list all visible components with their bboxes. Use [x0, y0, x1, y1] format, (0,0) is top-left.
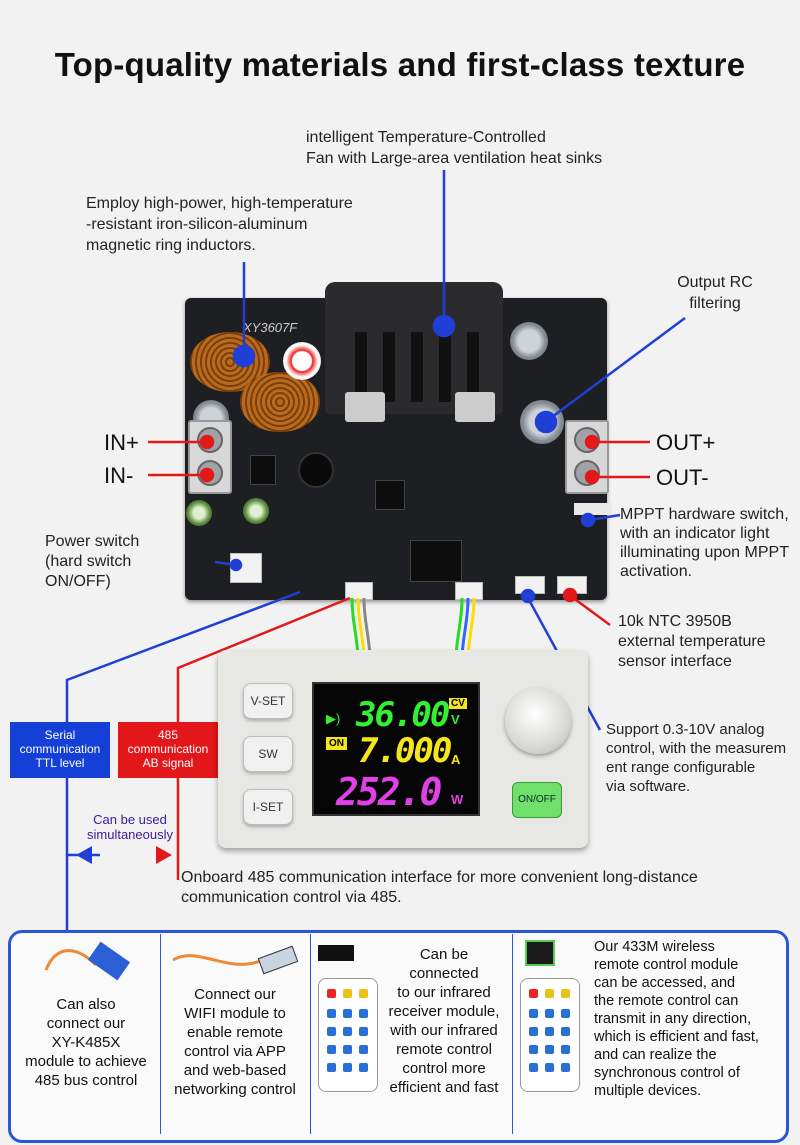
capacitor [186, 500, 212, 526]
power-unit: W [451, 792, 464, 807]
capacitor [283, 342, 321, 380]
on-badge: ON [326, 737, 347, 750]
onoff-button[interactable]: ON/OFF [512, 782, 562, 818]
buzzer [298, 452, 334, 488]
ntc-annotation: 10k NTC 3950B external temperature senso… [618, 613, 766, 670]
out-plus-label: OUT+ [656, 430, 716, 455]
capacitor [243, 498, 269, 524]
k485x-module-text: Can also connect our XY-K485X module to … [25, 996, 147, 1089]
divider [160, 934, 161, 1134]
capacitor [510, 322, 548, 360]
onboard-485-note: Onboard 485 communication interface for … [181, 869, 698, 906]
analog-annotation: Support 0.3-10V analog control, with the… [606, 721, 787, 795]
divider [512, 934, 513, 1134]
vset-button[interactable]: V-SET [243, 683, 293, 719]
fan-annotation: intelligent Temperature-Controlled Fan w… [306, 129, 603, 167]
speaker-icon: ▶) [326, 711, 341, 726]
mppt-annotation: MPPT hardware switch, with an indicator … [620, 506, 789, 580]
voltage-unit: V [451, 712, 460, 727]
wifi-module-image [172, 945, 299, 975]
rf-remote-image [520, 978, 580, 1092]
rs485-tag: 485 communication AB signal [118, 722, 218, 778]
current-unit: A [451, 752, 461, 767]
ic-chip [375, 480, 405, 510]
mppt-switch[interactable] [574, 503, 612, 515]
divider [310, 934, 311, 1134]
ir-receiver-image [318, 945, 354, 961]
output-rc-annotation: Output RC filtering [677, 274, 753, 312]
page-title: Top-quality materials and first-class te… [54, 46, 746, 83]
cv-mode-badge: CV [449, 698, 467, 709]
voltage-readout: 36.00 [356, 695, 450, 735]
in-minus-label: IN- [104, 463, 134, 488]
serial-ttl-tag: Serial communication TTL level [10, 722, 110, 778]
rf433-module-text: Our 433M wireless remote control module … [594, 939, 759, 1099]
power-readout: 252.0 [336, 770, 442, 814]
accessory-modules-box [8, 930, 789, 1143]
power-switch-annotation: Power switch (hard switch ON/OFF) [45, 533, 140, 590]
iset-button[interactable]: I-SET [243, 789, 293, 825]
in-plus-label: IN+ [104, 430, 139, 455]
simultaneous-note: Can be used simultaneously [87, 812, 173, 842]
mosfet-tab [455, 392, 495, 422]
out-minus-label: OUT- [656, 465, 709, 490]
ic-chip [250, 455, 276, 485]
inductor-annotation: Employ high-power, high-temperature -res… [86, 195, 353, 254]
rs485-module-image [44, 941, 131, 981]
current-readout: 7.000 [358, 731, 452, 771]
rotary-encoder-knob[interactable] [505, 688, 571, 754]
mcu-chip [410, 540, 462, 582]
rf433-module-image [525, 940, 555, 966]
inductor-coil [240, 372, 320, 432]
ir-remote-image [318, 978, 378, 1092]
sw-button[interactable]: SW [243, 736, 293, 772]
ir-module-text: Can be connected to our infrared receive… [388, 946, 500, 1096]
board-model-label: XY3607F [243, 320, 298, 335]
wifi-module-text: Connect our WIFI module to enable remote… [174, 986, 296, 1098]
mosfet-tab [345, 392, 385, 422]
